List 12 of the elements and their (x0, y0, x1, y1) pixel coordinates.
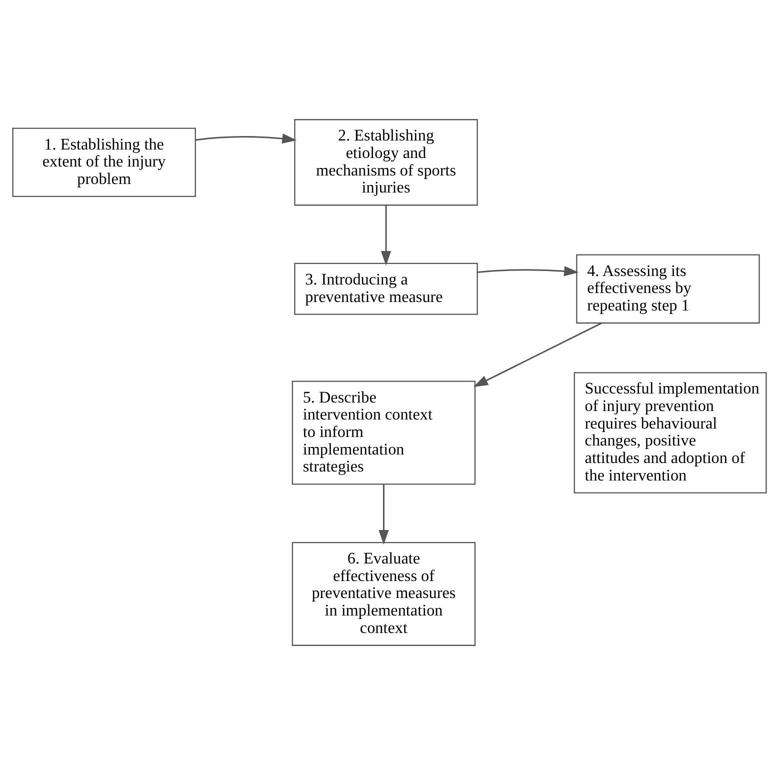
arrow (195, 134, 297, 144)
node-box: 5. Describe intervention context to inform implementation strategies (292, 380, 476, 485)
node-box: 2. Establishing etiology and mechanisms of sports injuries (294, 119, 478, 206)
node-box: 3. Introducing a preventative measure (294, 262, 478, 315)
node-box: 1. Establishing the extent of the injury problem (12, 128, 196, 198)
arrow (380, 205, 392, 266)
arrow (477, 266, 579, 276)
node-box: Successful implementation of injury prevention requires behavioural changes, positive attitudes and adoption of the intervention (574, 372, 767, 494)
arrow (473, 322, 602, 387)
node-box: 6. Evaluate effectiveness of preventative measures in implementation context (292, 542, 476, 646)
node-box: 4. Assessing its effectiveness by repeating step 1 (576, 254, 760, 324)
arrow (378, 484, 389, 545)
